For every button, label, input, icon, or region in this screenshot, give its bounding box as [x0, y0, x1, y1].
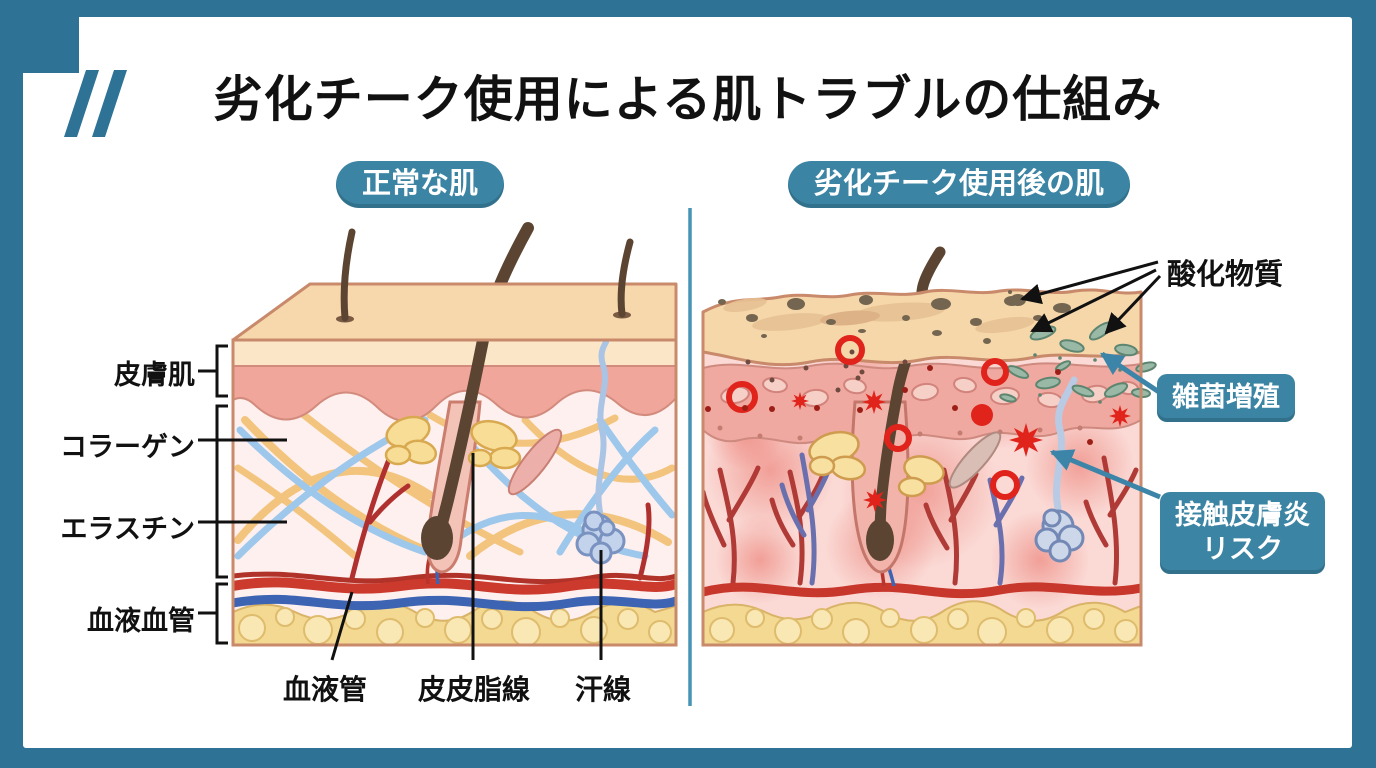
oxidized-substance-arrows	[1019, 260, 1162, 335]
label-skin-layer: 皮膚肌	[114, 360, 195, 390]
corner-slash-decoration-icon	[0, 0, 127, 137]
contact-dermatitis-badge: 接触皮膚炎 リスク	[1160, 492, 1325, 574]
contact-dermatitis-line2: リスク	[1202, 533, 1283, 564]
label-sebaceous-gland: 皮皮脂線	[417, 674, 531, 705]
label-sweat-gland: 汗線	[574, 674, 632, 705]
label-blood-vessel: 血液管	[282, 674, 368, 705]
label-elastin: エラスチン	[60, 514, 195, 544]
damaged-skin-illustration	[701, 246, 1157, 647]
label-oxidized-substance: 酸化物質	[1167, 259, 1284, 291]
oxidized-particles	[718, 290, 1071, 344]
page-title: 劣化チーク使用による肌トラブルの仕組み	[213, 73, 1163, 127]
bacteria-growth-badge: 雑菌増殖	[1157, 374, 1295, 422]
label-collagen: コラーゲン	[60, 432, 195, 462]
normal-skin-badge: 正常な肌	[336, 161, 505, 208]
normal-skin-illustration	[231, 222, 678, 647]
label-blood-vessel-layer: 血液血管	[87, 606, 195, 636]
label-pointer-lines	[198, 344, 603, 661]
irritation-marks	[705, 335, 1131, 512]
contact-dermatitis-line1: 接触皮膚炎	[1175, 500, 1310, 530]
damaged-skin-badge: 劣化チーク使用後の肌	[788, 161, 1131, 208]
